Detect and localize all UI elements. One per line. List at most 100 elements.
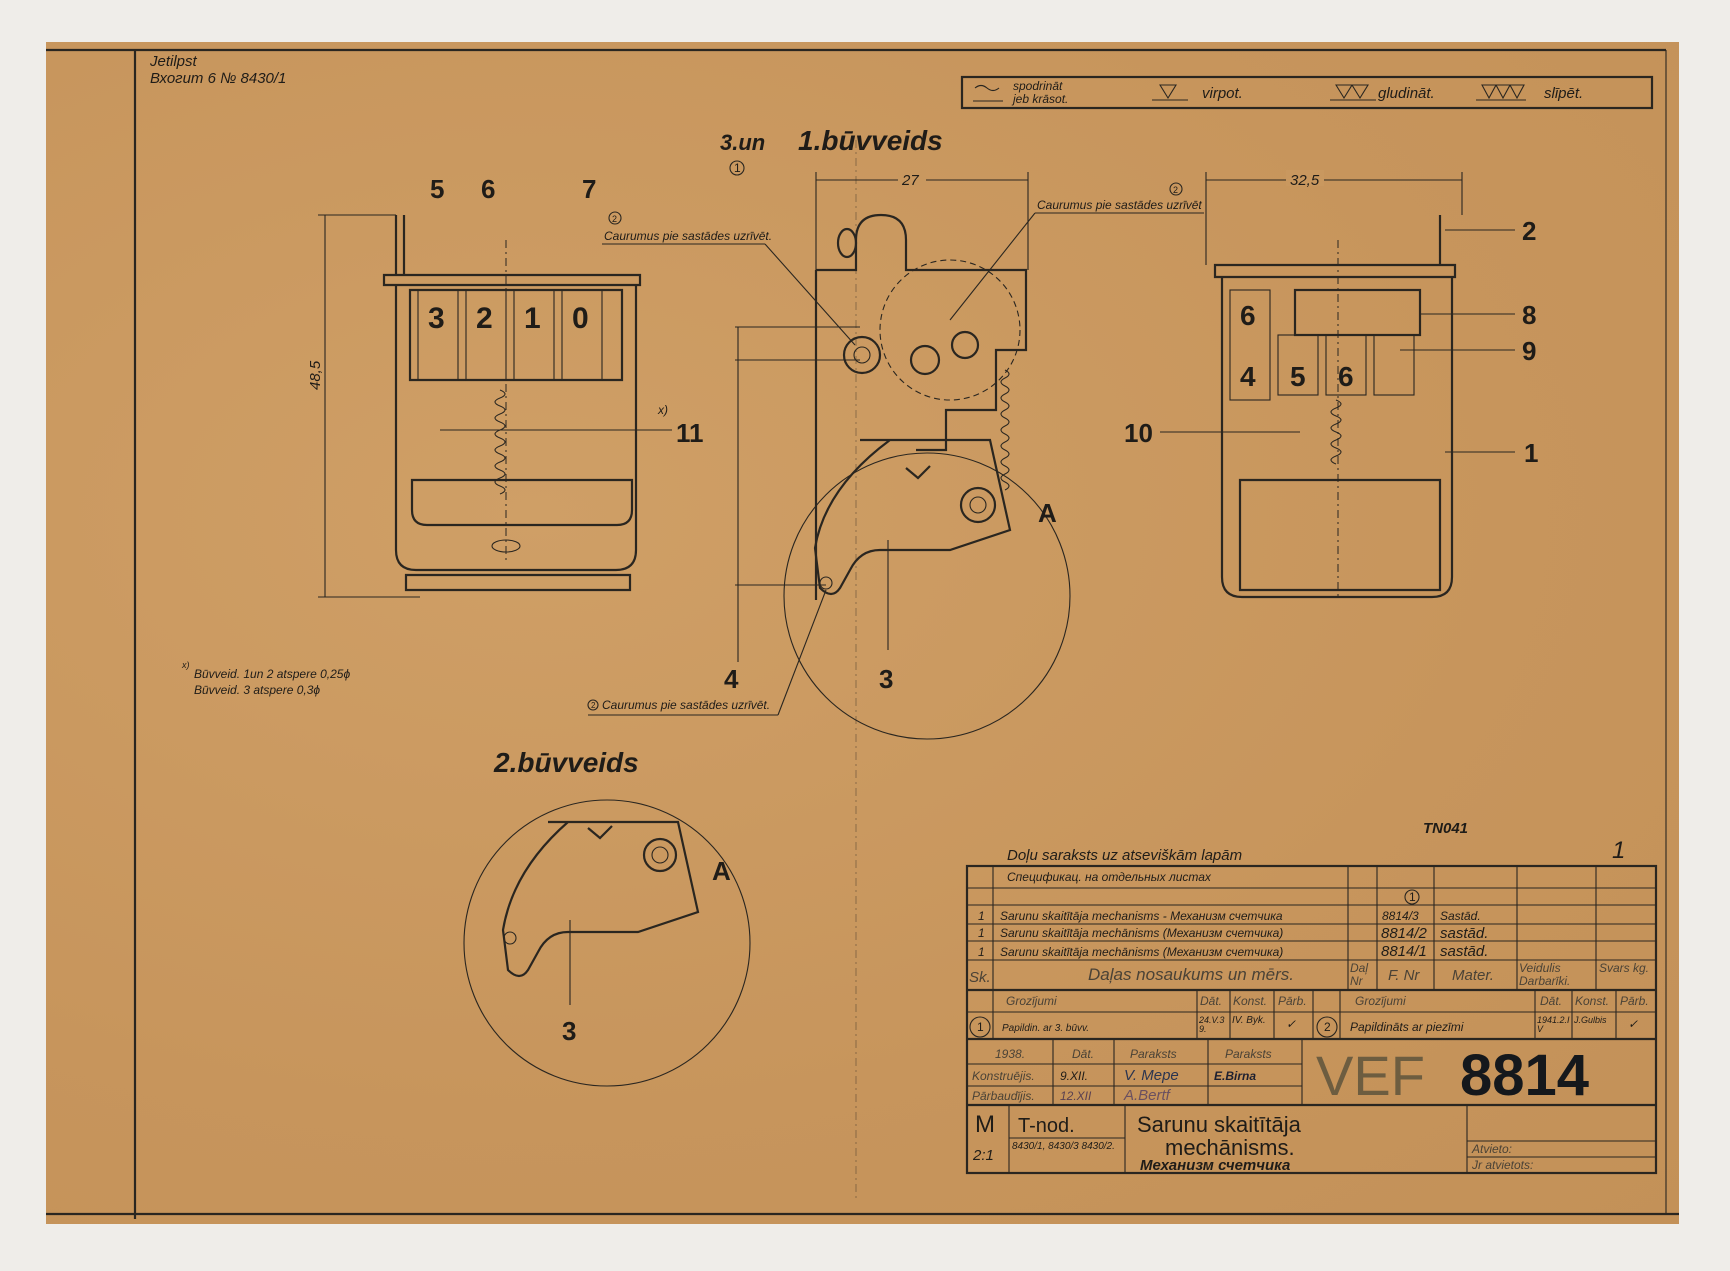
drawing-line (651, 846, 669, 864)
drawing-label: 1 (524, 302, 541, 335)
drawing-line (819, 576, 833, 590)
callout-a-detail: A (712, 856, 731, 886)
drawing-label: Вхогum 6 № 8430/1 (150, 70, 286, 87)
drawing-line (1008, 1105, 1656, 1173)
drawing-label: 2 (591, 701, 596, 710)
spring-note-1: Būvveid. 1un 2 atspere 0,25ϕ (194, 667, 350, 681)
drawing-line (1000, 369, 1010, 491)
drawing-label: spodrināt (1013, 79, 1063, 93)
receipt-stamp: Jetilpst Вхогum 6 № 8430/1 (149, 53, 286, 87)
drawing-line (898, 170, 926, 186)
drawing-line (394, 215, 406, 275)
drawing-line (394, 285, 638, 572)
finish-two-triangle-symbol-icon (1330, 84, 1376, 101)
tn-number: TN041 (1423, 820, 1468, 837)
drawing-line (879, 259, 1021, 401)
drawing-line (1152, 84, 1188, 101)
drawing-label: Jetilpst (149, 53, 198, 70)
drawing-label: M (975, 1111, 995, 1138)
note-holes-left: Caurumus pie sastādes uzrīvēt. (604, 229, 772, 243)
drawing-label: A.Bertf (1123, 1087, 1172, 1104)
drawing-line (1316, 1016, 1338, 1038)
drawing-label: mechānisms. (1165, 1135, 1295, 1160)
tnod-values: 8430/1, 8430/3 8430/2. (1012, 1141, 1115, 1152)
sheet-number: 1 (1612, 837, 1625, 864)
drawing-label: 5 (1290, 361, 1306, 392)
drawing-label: Jr atvietots: (1471, 1158, 1533, 1172)
callout-9: 9 (1522, 336, 1536, 366)
drawing-label: 8814/2 (1381, 925, 1428, 942)
drawing-label: x) (657, 403, 668, 417)
drawing-line (1330, 399, 1342, 465)
drawing-label: Atvieto: (1471, 1142, 1512, 1156)
drawing-line (764, 243, 856, 346)
drawing-line (960, 75, 1654, 110)
drawing-label: sastād. (1440, 943, 1488, 960)
drawing-line (1277, 334, 1319, 396)
drawing-label: Sarunu skaitītāja mechānisms (Механизм с… (1000, 945, 1283, 959)
drawing-label: 12.XII (1060, 1089, 1092, 1103)
drawing-line (1286, 170, 1324, 186)
drawing-line (1238, 478, 1442, 592)
drawing-line (959, 486, 997, 524)
rear-view-counter: 6 4 5 6 (1213, 215, 1457, 600)
drawing-label: Daļas nosaukums un mērs. (1088, 965, 1294, 984)
drawing-label: 1938. (995, 1047, 1025, 1061)
note-holes-bottom: Caurumus pie sastādes uzrīvēt. (602, 698, 770, 712)
drawing-label: Papildināts ar piezīmi (1350, 1020, 1464, 1034)
drawing-label: 8814/1 (1381, 943, 1427, 960)
drawing-label: 0 (572, 302, 589, 335)
revision-mark: 1 (734, 161, 741, 175)
drawing-label: F. Nr (1388, 967, 1420, 984)
sheet-frame (46, 48, 1679, 1219)
drawing-label: Pārbaudījis. (972, 1089, 1035, 1103)
drawing-title: Sarunu skaitītāja (1137, 1112, 1302, 1137)
drawing-line (909, 344, 941, 376)
drawing-number: VEF 8814 (1316, 1043, 1589, 1108)
drawing-label: 1 (977, 1020, 984, 1034)
drawing-label: E.Birna (1214, 1069, 1256, 1083)
variant-2-heading: 2.būvveids (493, 747, 639, 778)
drawing-label: Dāt. (1072, 1047, 1094, 1061)
drawing-label: Konstruējis. (972, 1069, 1035, 1083)
drawing-line (463, 799, 751, 1087)
drawing-label: 1 (978, 945, 985, 959)
drawing-line (1476, 84, 1526, 101)
drawing-line (967, 990, 1617, 1105)
drawing-label: Papildin. ar 3. būvv. (1002, 1023, 1089, 1034)
drawing-line (1404, 889, 1420, 905)
drawing-label: sastād. (1440, 925, 1488, 942)
drawing-line (382, 273, 642, 287)
drawing-label: Sk. (969, 969, 991, 986)
title-footer: M 2:1 T-nod. Sarunu skaitītāja mechānism… (972, 1111, 1533, 1174)
drawing-line (1330, 84, 1376, 101)
drawing-line (816, 213, 1028, 452)
title-block (965, 864, 1658, 1175)
drawing-line (1169, 182, 1183, 196)
drawing-line (949, 212, 1036, 321)
drawing-line (783, 452, 1071, 740)
drawing-label: 2 (1173, 185, 1178, 195)
drawing-label: Mater. (1452, 967, 1494, 984)
variant-3-heading: 3.un (720, 130, 765, 155)
drawing-label: Pārb. (1278, 994, 1307, 1008)
revision-1-konst: IV. Byk. (1232, 1015, 1266, 1026)
drawing-label: Grozījumi (1006, 994, 1057, 1008)
width-dimension-mid: 27 (815, 170, 1029, 270)
callout-3-detail: 3 (562, 1016, 576, 1046)
drawing-label: 8814 (1460, 1043, 1589, 1108)
drawing-line (642, 837, 678, 873)
approval-block: 1938. Dāt. Paraksts Paraksts Konstruējis… (972, 1047, 1272, 1104)
drawing-line (503, 931, 517, 945)
drawing-label: Paraksts (1130, 1047, 1177, 1061)
drawing-label: 9.XII. (1060, 1069, 1088, 1083)
spring-note-2: Būvveid. 3 atspere 0,3ϕ (194, 683, 320, 697)
drawing-label: Konst. (1575, 994, 1609, 1008)
drawing-label: 1 (978, 926, 985, 940)
drawing-line (1213, 263, 1457, 279)
drawing-line (587, 699, 599, 711)
callout-7: 7 (582, 174, 596, 204)
drawing-line (587, 825, 613, 840)
drawing-line (494, 389, 506, 495)
